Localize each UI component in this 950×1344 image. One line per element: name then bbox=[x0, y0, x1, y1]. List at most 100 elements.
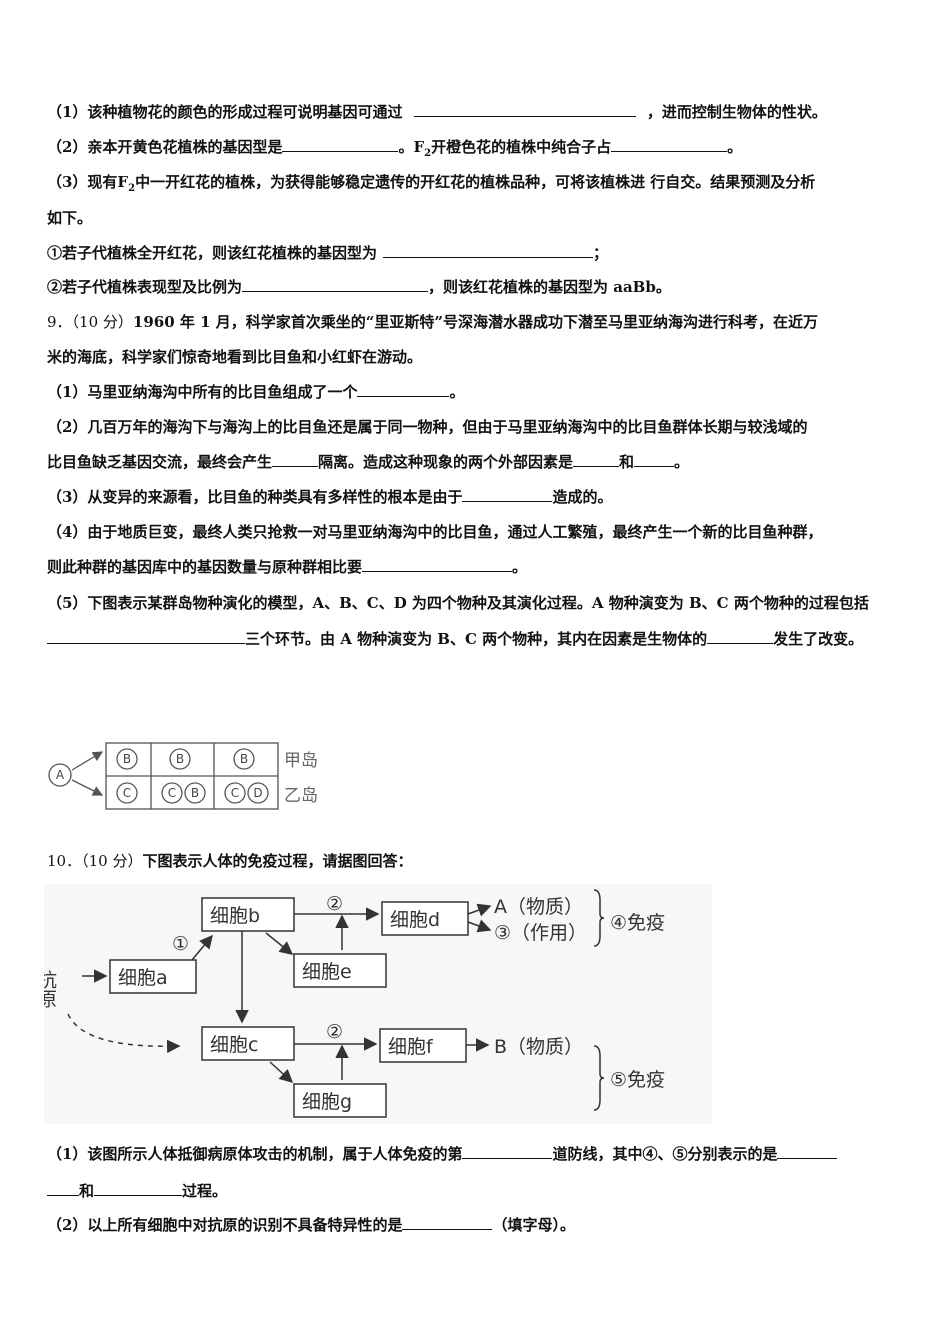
q9-part3-text: （3）从变异的来源看，比目鱼的种类具有多样性的根本是由于 bbox=[47, 488, 463, 506]
q10-part1-cont: 和 过程。 bbox=[47, 1181, 227, 1201]
cell-label: 细胞e bbox=[302, 961, 352, 983]
q9-part2-tail: 。 bbox=[674, 453, 690, 471]
q8-part2: （2）亲本开黄色花植株的基因型是。F2开橙色花的植株中纯合子占。 bbox=[47, 137, 742, 164]
answer-blank[interactable] bbox=[462, 487, 553, 502]
q9-part1-text: （1）马里亚纳海沟中所有的比目鱼组成了一个 bbox=[47, 383, 358, 401]
answer-blank[interactable] bbox=[777, 1144, 838, 1159]
q9-part5: （5）下图表示某群岛物种演化的模型，A、B、C、D 为四个物种及其演化过程。A … bbox=[47, 594, 869, 612]
island-diagram: A B B B C C B C D 甲岛 乙岛 bbox=[48, 742, 318, 810]
q8-result1: ①若子代植株全开红花，则该红花植株的基因型为； bbox=[47, 243, 608, 263]
q9-part5-tail: 发生了改变。 bbox=[773, 630, 864, 648]
q9-part5-text: 三个环节。由 A 物种演变为 B、C 两个物种，其内在因素是生物体的 bbox=[245, 630, 708, 648]
answer-blank[interactable] bbox=[357, 382, 450, 397]
q8-part1: （1）该种植物花的颜色的形成过程可说明基因可通过 ，进而控制生物体的性状。 bbox=[47, 102, 827, 122]
immunity-label: ⑤免疫 bbox=[610, 1069, 665, 1091]
answer-blank[interactable] bbox=[634, 452, 675, 467]
q8-part1-tail: ，进而控制生物体的性状。 bbox=[646, 103, 827, 121]
answer-blank[interactable] bbox=[402, 1215, 493, 1230]
immune-process-figure: 抗原 细胞a 细胞b 细胞e 细胞d 细胞c 细胞f 细胞g ① ② ② A（物… bbox=[35, 884, 712, 1124]
cell-f-box bbox=[379, 1028, 467, 1063]
answer-blank[interactable] bbox=[272, 452, 319, 467]
species-circle bbox=[116, 748, 138, 770]
antigen-label: 抗原 bbox=[44, 970, 57, 1008]
answer-blank[interactable] bbox=[47, 629, 245, 644]
output-label: A（物质） bbox=[494, 896, 583, 918]
cell-label: 细胞d bbox=[390, 909, 440, 931]
answer-blank[interactable] bbox=[242, 277, 429, 292]
q10-part2: （2）以上所有细胞中对抗原的识别不具备特异性的是（填字母）。 bbox=[47, 1215, 575, 1235]
answer-blank[interactable] bbox=[362, 557, 513, 572]
answer-blank[interactable] bbox=[462, 1144, 553, 1159]
cell-label: 细胞a bbox=[118, 967, 168, 989]
question-number: 9．（10 分） bbox=[47, 313, 133, 331]
q10-part1-text: （1）该图所示人体抵御病原体攻击的机制，属于人体免疫的第 bbox=[47, 1145, 463, 1163]
species-label: C bbox=[231, 786, 239, 800]
species-label: A bbox=[56, 768, 65, 782]
answer-blank[interactable] bbox=[413, 102, 636, 117]
output-label: ③（作用） bbox=[494, 922, 587, 944]
species-circle bbox=[161, 782, 183, 804]
q10-part1-tail: 过程。 bbox=[182, 1182, 228, 1200]
species-label: C bbox=[168, 786, 176, 800]
q8-result2: ②若子代植株表现型及比例为 ，则该红花植株的基因型为 aaBb。 bbox=[47, 277, 671, 297]
cell-a-box bbox=[109, 959, 197, 994]
arrow-up bbox=[71, 751, 104, 771]
q10-stem: 下图表示人体的免疫过程，请据图回答： bbox=[142, 852, 413, 870]
immune-diagram: 抗原 细胞a 细胞b 细胞e 细胞d 细胞c 细胞f 细胞g ① ② ② A（物… bbox=[35, 884, 712, 1124]
q8-result2-text: ②若子代植株表现型及比例为 bbox=[47, 278, 243, 296]
answer-blank[interactable] bbox=[707, 629, 774, 644]
answer-blank[interactable] bbox=[282, 137, 399, 152]
q9-part5-cont: 三个环节。由 A 物种演变为 B、C 两个物种，其内在因素是生物体的 发生了改变。 bbox=[47, 629, 863, 649]
immunity-label: ④免疫 bbox=[610, 912, 665, 934]
species-circle bbox=[116, 782, 138, 804]
q9-part2-and: 和 bbox=[619, 453, 635, 471]
q8-result1-text: ①若子代植株全开红花，则该红花植株的基因型为 bbox=[47, 244, 378, 262]
q8-part1-text: （1）该种植物花的颜色的形成过程可说明基因可通过 bbox=[47, 103, 403, 121]
island-label: 乙岛 bbox=[284, 786, 318, 806]
subscript: 2 bbox=[128, 183, 136, 194]
species-circle bbox=[184, 782, 206, 804]
q8-part3: （3）现有F2中一开红花的植株，为获得能够稳定遗传的开红花的植株品种，可将该植株… bbox=[47, 172, 815, 199]
q10-part1-and: 和 bbox=[79, 1182, 95, 1200]
cell-label: 细胞b bbox=[210, 905, 260, 927]
q8-part2-tail: 。 bbox=[727, 138, 743, 156]
q10-part2-text: （2）以上所有细胞中对抗原的识别不具备特异性的是 bbox=[47, 1216, 403, 1234]
answer-blank[interactable] bbox=[383, 243, 594, 258]
species-circle bbox=[233, 748, 255, 770]
species-label: D bbox=[253, 786, 262, 800]
q9-stem-cont: 米的海底，科学家们惊奇地看到比目鱼和小红虾在游动。 bbox=[47, 348, 423, 366]
species-label: B bbox=[123, 752, 131, 766]
q9-stem: 1960 年 1 月，科学家首次乘坐的“里亚斯特”号深海潜水器成功下潜至马里亚纳… bbox=[132, 313, 819, 331]
answer-blank[interactable] bbox=[94, 1181, 183, 1196]
q8-part3-cont: 如下。 bbox=[47, 209, 93, 227]
output-label: B（物质） bbox=[494, 1036, 583, 1058]
cell-label: 细胞f bbox=[388, 1036, 434, 1058]
q10-part1-mid: 道防线，其中④、⑤分别表示的是 bbox=[552, 1145, 778, 1163]
island-evolution-figure: A B B B C C B C D 甲岛 乙岛 bbox=[44, 738, 334, 816]
island-label: 甲岛 bbox=[284, 751, 318, 771]
species-label: C bbox=[123, 786, 131, 800]
q9-part4: （4）由于地质巨变，最终人类只抢救一对马里亚纳海沟中的比目鱼，通过人工繁殖，最终… bbox=[47, 523, 823, 541]
q9-part1-tail: 。 bbox=[449, 383, 465, 401]
q9-part2: （2）几百万年的海沟下与海沟上的比目鱼还是属于同一物种，但由于马里亚纳海沟中的比… bbox=[47, 418, 808, 436]
q8-part3-text: （3）现有F bbox=[47, 173, 129, 191]
cell-g-box bbox=[293, 1083, 387, 1118]
q8-part3-text2: 中一开红花的植株，为获得能够稳定遗传的开红花的植株品种，可将该植株进 行自交。结… bbox=[135, 173, 816, 191]
q8-result2-tail: ，则该红花植株的基因型为 aaBb。 bbox=[428, 278, 671, 296]
species-label: B bbox=[176, 752, 184, 766]
q9-part2-mid: 隔离。造成这种现象的两个外部因素是 bbox=[318, 453, 574, 471]
step-number: ② bbox=[326, 893, 343, 915]
subscript: 2 bbox=[424, 148, 432, 159]
species-label: B bbox=[240, 752, 248, 766]
species-circle bbox=[224, 782, 246, 804]
q9-part1: （1）马里亚纳海沟中所有的比目鱼组成了一个 。 bbox=[47, 382, 464, 402]
step-number: ① bbox=[172, 933, 189, 955]
q9-part3: （3）从变异的来源看，比目鱼的种类具有多样性的根本是由于造成的。 bbox=[47, 487, 612, 507]
answer-blank[interactable] bbox=[573, 452, 620, 467]
species-circle bbox=[169, 748, 191, 770]
cell-e-box bbox=[293, 953, 387, 988]
answer-blank[interactable] bbox=[611, 137, 728, 152]
cell-label: 细胞c bbox=[210, 1034, 258, 1056]
cell-label: 细胞g bbox=[302, 1091, 352, 1113]
answer-blank[interactable] bbox=[47, 1181, 79, 1196]
